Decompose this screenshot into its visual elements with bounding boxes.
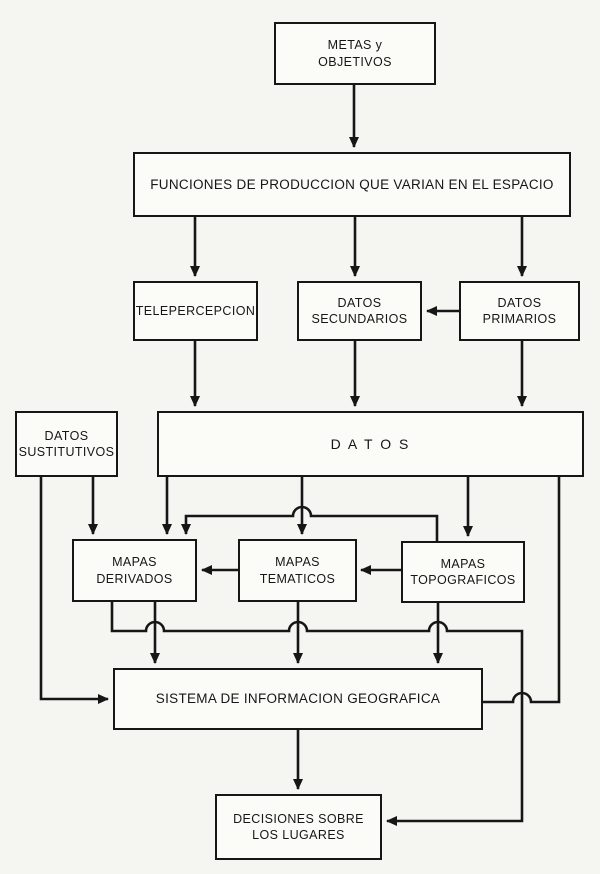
node-datos-primarios: DATOS PRIMARIOS [459, 281, 580, 341]
node-datos-label: D A T O S [330, 435, 411, 452]
node-mapas-topograficos: MAPAS TOPOGRAFICOS [401, 541, 525, 603]
node-decisiones-label: DECISIONES SOBRE LOS LUGARES [233, 811, 364, 842]
node-datos-sustitutivos-label: DATOS SUSTITUTIVOS [18, 428, 115, 459]
edge-datos-sistema-link [483, 477, 561, 704]
node-telepercepcion: TELEPERCEPCION [133, 281, 258, 341]
edge-topograficos-derivados [181, 505, 439, 541]
node-metas: METAS y OBJETIVOS [274, 22, 436, 85]
node-sistema: SISTEMA DE INFORMACION GEOGRAFICA [113, 668, 483, 730]
node-funciones-label: FUNCIONES DE PRODUCCION QUE VARIAN EN EL… [150, 176, 554, 192]
node-mapas-derivados-label: MAPAS DERIVADOS [96, 555, 173, 586]
node-mapas-tematicos-label: MAPAS TEMATICOS [259, 555, 336, 586]
node-datos-sustitutivos: DATOS SUSTITUTIVOS [15, 411, 118, 477]
node-mapas-derivados: MAPAS DERIVADOS [72, 539, 197, 602]
node-mapas-topograficos-label: MAPAS TOPOGRAFICOS [410, 556, 516, 587]
node-datos: D A T O S [157, 411, 584, 477]
node-datos-secundarios: DATOS SECUNDARIOS [297, 281, 422, 341]
node-datos-primarios-label: DATOS PRIMARIOS [482, 295, 557, 326]
node-telepercepcion-label: TELEPERCEPCION [135, 303, 256, 318]
edge-derivados-decisiones [110, 602, 524, 826]
node-mapas-tematicos: MAPAS TEMATICOS [238, 539, 357, 602]
node-sistema-label: SISTEMA DE INFORMACION GEOGRAFICA [155, 691, 441, 707]
node-decisiones: DECISIONES SOBRE LOS LUGARES [215, 794, 382, 860]
edge-sustitutivos-sistema [39, 477, 109, 704]
node-funciones: FUNCIONES DE PRODUCCION QUE VARIAN EN EL… [133, 152, 571, 217]
node-metas-label: METAS y OBJETIVOS [318, 38, 392, 69]
node-datos-secundarios-label: DATOS SECUNDARIOS [311, 295, 408, 326]
